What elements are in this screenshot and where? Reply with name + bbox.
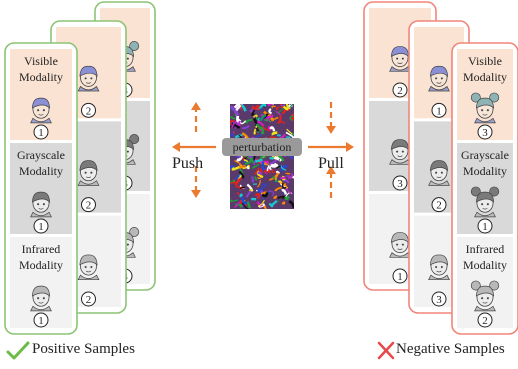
- person-face-icon: [30, 97, 52, 124]
- sample-number: 3: [397, 178, 403, 190]
- sample-number-badge: 3: [392, 175, 408, 191]
- modality-label-line2: Modality: [463, 70, 507, 84]
- modality-label-line2: Modality: [463, 258, 507, 272]
- sample-number: 3: [482, 127, 488, 139]
- person-face-icon: [77, 254, 100, 281]
- sample-number-badge: 3: [431, 291, 447, 307]
- sample-number: 1: [436, 105, 442, 117]
- person-face-icon: [428, 254, 450, 281]
- sample-number-badge: 1: [431, 102, 447, 118]
- sample-number-badge: 2: [81, 102, 96, 118]
- modality-label-line1: Visible: [468, 54, 502, 68]
- sample-number: 1: [397, 271, 403, 283]
- modality-label-line1: Visible: [24, 54, 58, 68]
- sample-number: 2: [86, 105, 92, 117]
- modality-label-line2: Modality: [19, 164, 63, 178]
- person-face-icon: [470, 280, 500, 312]
- sample-number: 1: [482, 221, 488, 233]
- pull-arrows: [308, 102, 354, 198]
- cross-icon: [377, 341, 395, 360]
- modality-label-line1: Infrared: [466, 242, 505, 256]
- person-face-icon: [428, 160, 450, 186]
- sample-number-badge: 1: [392, 268, 408, 284]
- sample-number-badge: 2: [81, 197, 96, 213]
- sample-number: 1: [38, 315, 44, 327]
- positive-card-front: VisibleModality1GrayscaleModality1Infrar…: [4, 42, 78, 335]
- person-face-icon: [389, 139, 411, 165]
- sample-number: 2: [397, 85, 403, 97]
- sample-number: 2: [482, 315, 488, 327]
- sample-number-badge: 1: [33, 124, 49, 140]
- sample-number-badge: 2: [477, 312, 493, 328]
- positive-samples-group: 333222VisibleModality1GrayscaleModality1…: [4, 1, 156, 335]
- check-icon: [6, 341, 30, 360]
- modality-label-line2: Modality: [19, 70, 63, 84]
- modality-label-line1: Infrared: [22, 242, 61, 256]
- modality-label-line2: Modality: [19, 258, 63, 272]
- sample-number: 1: [38, 127, 44, 139]
- person-face-icon: [77, 65, 100, 92]
- person-face-icon: [77, 160, 100, 186]
- sample-number-badge: 1: [33, 312, 49, 328]
- pull-label: Pull: [318, 155, 344, 172]
- sample-number: 1: [38, 221, 44, 233]
- person-face-icon: [470, 186, 500, 218]
- push-arrows: [172, 102, 216, 198]
- sample-number-badge: 2: [81, 291, 96, 307]
- sample-number: 2: [436, 200, 442, 212]
- modality-label-line2: Modality: [463, 164, 507, 178]
- sample-number-badge: 2: [392, 82, 408, 98]
- negative-samples-caption: Negative Samples: [396, 341, 505, 357]
- negative-card-front: VisibleModality3GrayscaleModality1Infrar…: [451, 42, 518, 335]
- person-face-icon: [470, 92, 500, 124]
- perturbation-badge: [222, 138, 302, 156]
- push-label: Push: [172, 155, 203, 172]
- person-face-icon: [30, 191, 52, 218]
- sample-number-badge: 1: [33, 218, 49, 234]
- sample-number: 2: [86, 294, 92, 306]
- sample-number: 2: [86, 200, 92, 212]
- sample-number-badge: 1: [477, 218, 493, 234]
- person-face-icon: [30, 285, 52, 312]
- person-face-icon: [428, 65, 450, 92]
- sample-number: 3: [436, 294, 442, 306]
- positive-samples-caption: Positive Samples: [32, 341, 135, 357]
- negative-samples-group: 231123VisibleModality3GrayscaleModality1…: [363, 1, 518, 335]
- perturbation-noise-image: [230, 104, 294, 209]
- sample-number-badge: 2: [431, 197, 447, 213]
- sample-number-badge: 3: [477, 124, 493, 140]
- modality-label-line1: Grayscale: [461, 148, 509, 162]
- perturbation-label: perturbation: [233, 140, 292, 154]
- person-face-icon: [389, 46, 411, 72]
- person-face-icon: [389, 232, 411, 258]
- modality-label-line1: Grayscale: [17, 148, 65, 162]
